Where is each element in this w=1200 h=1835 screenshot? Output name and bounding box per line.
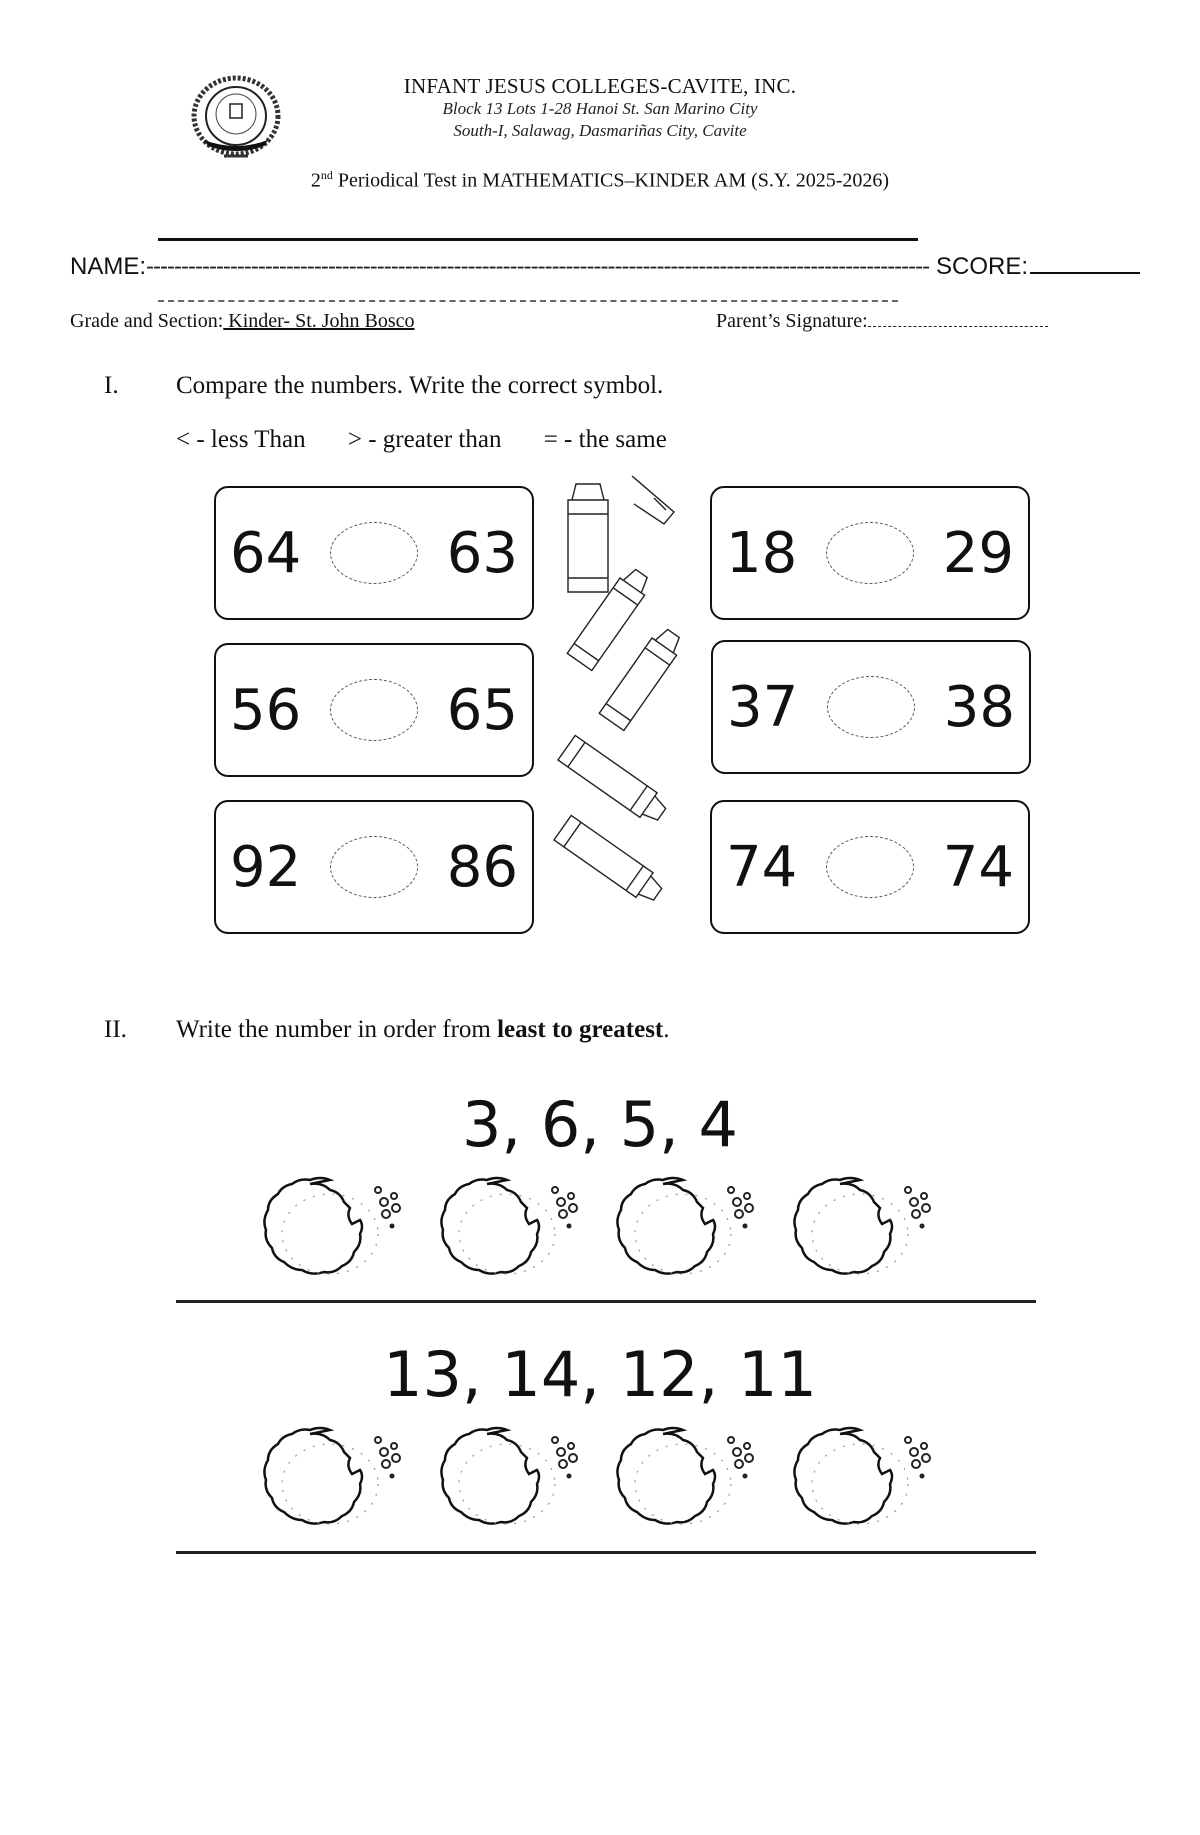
answer-slots-2 — [260, 1420, 950, 1540]
cookie-icon[interactable] — [437, 1420, 597, 1540]
symbol-legend: < - less Than > - greater than = - the s… — [176, 426, 703, 454]
right-number: 63 — [446, 520, 518, 586]
cookie-icon[interactable] — [613, 1420, 773, 1540]
cookie-icon[interactable] — [790, 1420, 950, 1540]
legend-greater-than: > - greater than — [347, 426, 502, 453]
compare-box-5: 92 86 — [214, 800, 534, 934]
section-1-number: I. — [104, 372, 119, 399]
name-label: NAME: — [70, 253, 147, 280]
test-ordinal: 2 — [310, 169, 321, 192]
parent-signature-row: Parent’s Signature: — [716, 310, 1048, 333]
answer-oval[interactable] — [826, 836, 914, 898]
name-field[interactable]: ----------------------------------------… — [146, 253, 930, 280]
answer-oval[interactable] — [330, 836, 418, 898]
name-row: NAME: ----------------------------------… — [70, 252, 1140, 281]
number-set-1: 3, 6, 5, 4 — [461, 1088, 739, 1161]
answer-line-1 — [176, 1300, 1036, 1303]
cookie-icon[interactable] — [260, 1170, 420, 1290]
instruction-bold: least to greatest — [497, 1016, 664, 1043]
right-number: 38 — [943, 674, 1015, 740]
left-number: 74 — [726, 834, 798, 900]
answer-oval[interactable] — [827, 676, 915, 738]
compare-box-2: 18 29 — [710, 486, 1030, 620]
answer-oval[interactable] — [330, 522, 418, 584]
address-line-2: South-I, Salawag, Dasmariñas City, Cavit… — [453, 121, 747, 140]
parent-signature-field[interactable] — [867, 310, 1048, 327]
answer-line-2 — [176, 1551, 1036, 1554]
compare-box-4: 37 38 — [711, 640, 1031, 774]
right-number: 29 — [942, 520, 1014, 586]
left-number: 18 — [726, 520, 798, 586]
compare-box-1: 64 63 — [214, 486, 534, 620]
answer-oval[interactable] — [330, 679, 418, 741]
left-number: 37 — [727, 674, 799, 740]
section-2-number: II. — [104, 1016, 127, 1043]
right-number: 65 — [446, 677, 518, 743]
test-ordinal-suffix: nd — [320, 168, 333, 182]
cookie-icon[interactable] — [613, 1170, 773, 1290]
legend-equal: = - the same — [543, 426, 667, 453]
right-number: 86 — [446, 834, 518, 900]
left-number: 92 — [230, 834, 302, 900]
cookie-icon[interactable] — [260, 1420, 420, 1540]
score-label: SCORE: — [935, 253, 1028, 280]
name-underline — [158, 300, 898, 302]
answer-oval[interactable] — [826, 522, 914, 584]
left-number: 64 — [230, 520, 302, 586]
score-field[interactable] — [1030, 252, 1140, 274]
address-line-1: Block 13 Lots 1-28 Hanoi St. San Marino … — [442, 99, 758, 118]
school-name: INFANT JESUS COLLEGES-CAVITE, INC. — [403, 74, 797, 98]
test-title: 2nd Periodical Test in MATHEMATICS–KINDE… — [150, 168, 1050, 193]
legend-less-than: < - less Than — [176, 426, 306, 453]
cookie-icon[interactable] — [437, 1170, 597, 1290]
cookie-icon[interactable] — [790, 1170, 950, 1290]
test-title-text: Periodical Test in MATHEMATICS–KINDER AM… — [332, 169, 890, 192]
left-number: 56 — [230, 677, 302, 743]
instruction-end: . — [663, 1016, 670, 1043]
grade-section-row: Grade and Section: Kinder- St. John Bosc… — [70, 310, 415, 333]
instruction-plain: Write the number in order from — [176, 1016, 498, 1043]
compare-box-3: 56 65 — [214, 643, 534, 777]
grade-value: Kinder- St. John Bosco — [223, 310, 415, 332]
school-seal-icon — [191, 75, 281, 158]
top-rule — [158, 238, 918, 241]
parent-signature-label: Parent’s Signature: — [716, 310, 868, 332]
grade-label: Grade and Section: — [70, 310, 224, 332]
right-number: 74 — [942, 834, 1014, 900]
section-1-instruction: Compare the numbers. Write the correct s… — [176, 372, 664, 399]
number-set-2: 13, 14, 12, 11 — [383, 1338, 817, 1411]
section-2-instruction: Write the number in order from least to … — [176, 1016, 670, 1044]
crayon-icon — [553, 475, 681, 901]
answer-slots-1 — [260, 1170, 950, 1290]
compare-box-6: 74 74 — [710, 800, 1030, 934]
